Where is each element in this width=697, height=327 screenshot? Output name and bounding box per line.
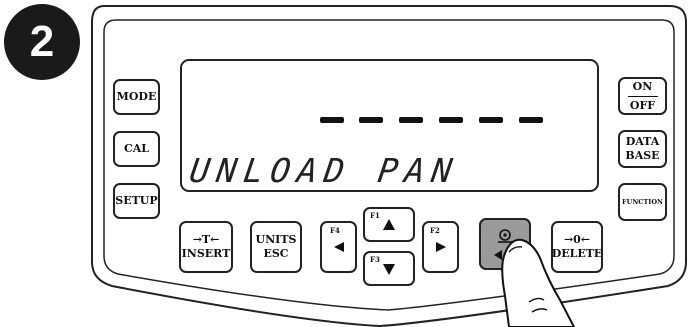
- pressing-finger-icon: [0, 0, 697, 327]
